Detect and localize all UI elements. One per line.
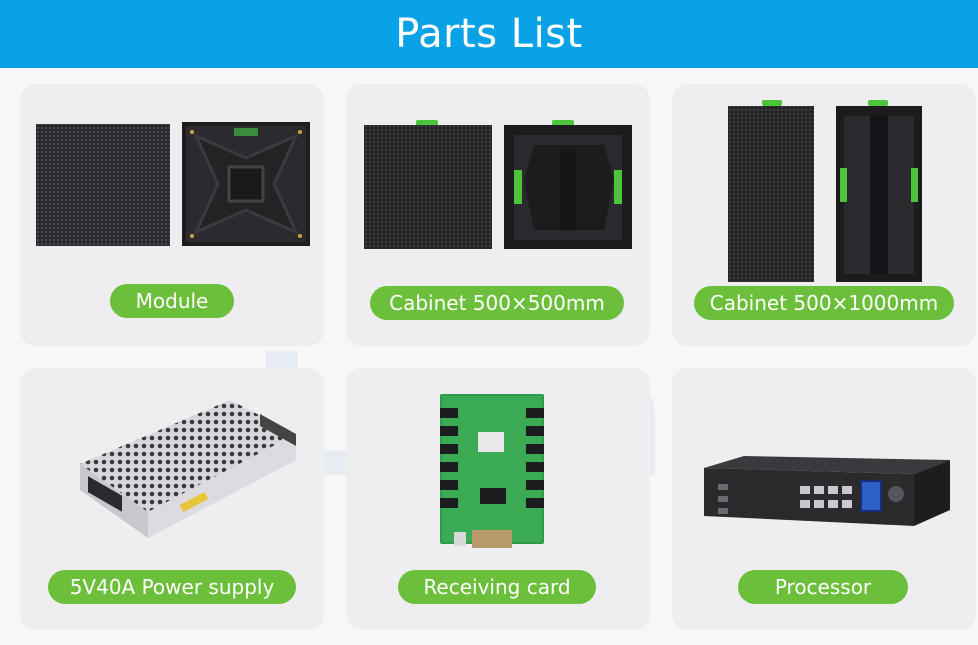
part-card-power-supply[interactable]: 5V40A Power supply: [20, 368, 324, 630]
led-module-icon: [36, 122, 310, 246]
part-label-receiving-card: Receiving card: [398, 570, 596, 604]
cabinet-1000-icon: [728, 100, 922, 282]
cabinet-500-icon: [364, 120, 632, 249]
part-label-cabinet-500: Cabinet 500×500mm: [370, 286, 624, 320]
processor-icon: [704, 456, 950, 526]
parts-grid: Module Cabinet 500×500mm: [0, 68, 978, 645]
part-label-processor: Processor: [738, 570, 908, 604]
part-card-processor[interactable]: Processor: [672, 368, 976, 630]
page-header: Parts List: [0, 0, 978, 68]
part-card-module[interactable]: Module: [20, 84, 324, 346]
part-label-power-supply: 5V40A Power supply: [48, 570, 296, 604]
part-label-cabinet-1000: Cabinet 500×1000mm: [694, 286, 954, 320]
power-supply-icon: [80, 400, 296, 538]
part-card-cabinet-500[interactable]: Cabinet 500×500mm: [346, 84, 650, 346]
receiving-card-icon: [440, 394, 544, 548]
part-card-cabinet-1000[interactable]: Cabinet 500×1000mm: [672, 84, 976, 346]
page-title: Parts List: [395, 11, 583, 57]
part-card-receiving-card[interactable]: Receiving card: [346, 368, 650, 630]
part-label-module: Module: [110, 284, 234, 318]
